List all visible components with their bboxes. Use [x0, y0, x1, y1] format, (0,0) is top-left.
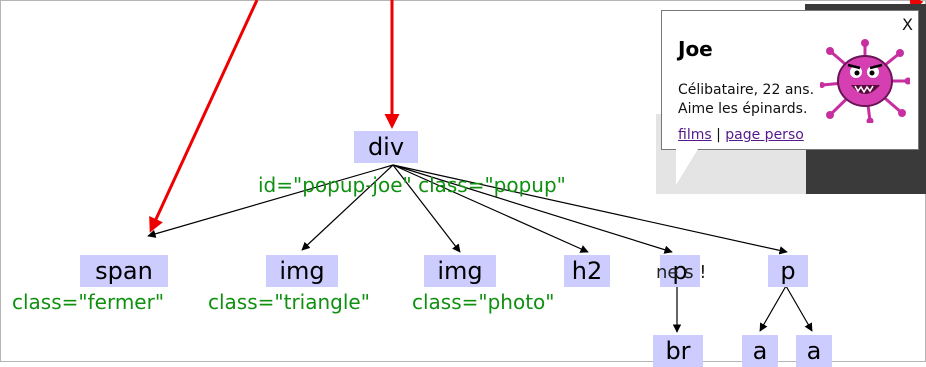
- node-h2: h2: [564, 255, 610, 287]
- edge-div-img-triangle: [301, 164, 394, 251]
- virus-monster-icon: [820, 39, 910, 123]
- edge-p-a1: [759, 285, 787, 332]
- edge-div-img-photo: [392, 164, 461, 253]
- node-a-1: a: [742, 335, 778, 367]
- popup-joe: X Joe Célibataire, 22 ans. Aime les épin…: [661, 10, 919, 150]
- node-span: span: [80, 255, 168, 287]
- node-p-1: p: [660, 255, 700, 287]
- attr-div: id="popup-joe" class="popup": [258, 173, 566, 197]
- attr-img-triangle: class="triangle": [208, 290, 370, 314]
- node-div: div: [354, 131, 418, 163]
- popup-screenshot: ne s ! X Joe Célibataire, 22 ans. Aime l…: [656, 4, 926, 283]
- node-img-triangle: img: [266, 255, 338, 287]
- popup-title: Joe: [678, 37, 713, 61]
- node-a-2: a: [796, 335, 832, 367]
- popup-line-1: Célibataire, 22 ans.: [678, 82, 815, 98]
- edge-div-p2: [392, 164, 788, 255]
- attr-span: class="fermer": [12, 290, 165, 314]
- red-arrow-left: [149, 0, 259, 233]
- edge-div-span: [147, 164, 394, 238]
- edge-p-a2: [785, 285, 813, 332]
- edge-div-h2: [392, 164, 589, 253]
- link-films[interactable]: films: [678, 127, 712, 143]
- node-img-photo: img: [424, 255, 496, 287]
- popup-line-2: Aime les épinards.: [678, 101, 808, 117]
- edge-div-p1: [392, 164, 673, 254]
- popup-triangle: [676, 149, 698, 185]
- close-button[interactable]: X: [902, 15, 913, 34]
- link-page-perso[interactable]: page perso: [725, 127, 804, 143]
- link-separator: |: [716, 127, 721, 143]
- page-text-behind: ne s !: [656, 262, 707, 283]
- attr-img-photo: class="photo": [412, 290, 555, 314]
- popup-description: Célibataire, 22 ans. Aime les épinards.: [678, 81, 814, 119]
- node-br: br: [653, 335, 703, 367]
- popup-links: films | page perso: [678, 127, 804, 143]
- node-p-2: p: [768, 255, 808, 287]
